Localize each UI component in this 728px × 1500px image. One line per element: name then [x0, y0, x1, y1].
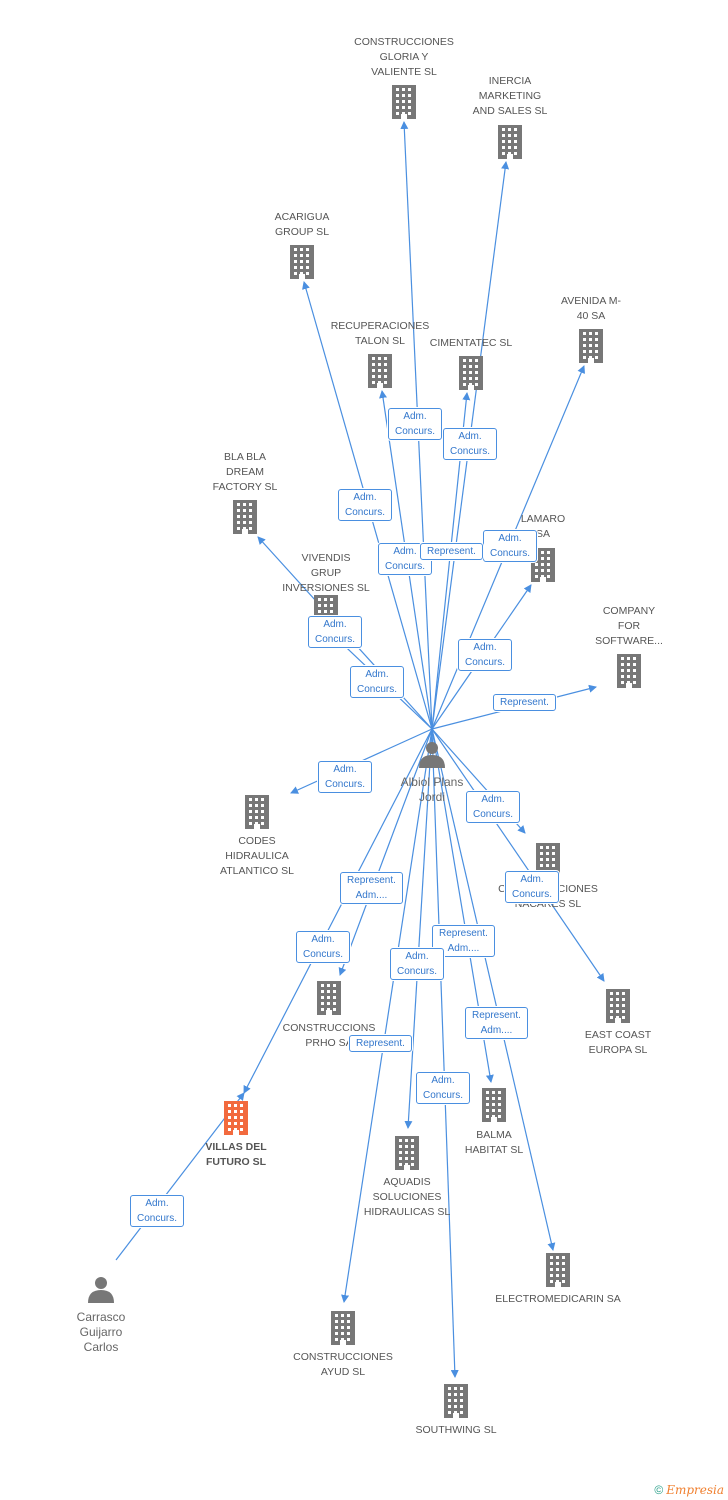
company-label-villas[interactable]: VILLAS DEL FUTURO SL — [205, 1141, 267, 1168]
company-label-acarigua[interactable]: ACARIGUA GROUP SL — [274, 211, 330, 238]
building-icon — [233, 500, 257, 534]
edge-center-eastcoast[interactable] — [431, 728, 605, 982]
company-label-cimentatec[interactable]: CIMENTATEC SL — [429, 337, 513, 349]
company-label-eastcoast[interactable]: EAST COAST EUROPA SL — [584, 1029, 652, 1056]
company-label-avenida[interactable]: AVENIDA M- 40 SA — [561, 295, 621, 322]
person-icon — [419, 742, 445, 768]
edge-carrasco-villas[interactable] — [115, 1092, 245, 1261]
edge-label-lamaro[interactable]: Adm. Concurs. — [458, 639, 513, 671]
edge-label-company_sw[interactable]: Represent. — [493, 694, 556, 711]
building-icon — [245, 795, 269, 829]
building-icon — [498, 125, 522, 159]
building-icon — [459, 356, 483, 390]
edge-label-avenida[interactable]: Adm. Concurs. — [483, 530, 538, 562]
company-label-codes[interactable]: CODES HIDRAULICA ATLANTICO SL — [220, 835, 294, 877]
company-label-vivendis[interactable]: VIVENDIS GRUP INVERSIONES SL — [282, 552, 370, 594]
edge-label-gloria[interactable]: Adm. Concurs. — [388, 408, 443, 440]
building-icon — [368, 354, 392, 388]
edge-label-eastcoast[interactable]: Adm. Concurs. — [505, 871, 560, 903]
edges-layer — [115, 121, 605, 1378]
building-icon — [224, 1101, 248, 1135]
building-icon — [482, 1088, 506, 1122]
edge-label-villas[interactable]: Adm. Concurs. — [296, 931, 351, 963]
company-label-company_sw[interactable]: COMPANY FOR SOFTWARE... — [595, 605, 663, 647]
footer-brand: ©Empresia — [654, 1483, 724, 1497]
edge-label-aquadis[interactable]: Adm. Concurs. — [390, 948, 445, 980]
building-icon — [606, 989, 630, 1023]
edge-center-southwing[interactable] — [431, 728, 459, 1378]
edge-label-carrasco[interactable]: Adm. Concurs. — [130, 1195, 185, 1227]
brand-name: Empresia — [666, 1483, 724, 1497]
edge-label-inercia[interactable]: Adm. Concurs. — [443, 428, 498, 460]
edge-label-balma[interactable]: Represent. Adm.... — [432, 925, 495, 957]
company-label-gloria[interactable]: CONSTRUCCIONES GLORIA Y VALIENTE SL — [354, 36, 454, 78]
edge-center-villas[interactable] — [243, 728, 433, 1094]
edge-label-southwing[interactable]: Adm. Concurs. — [416, 1072, 471, 1104]
center-person-label[interactable]: Albiol Plans Jordi — [400, 775, 464, 804]
company-label-lamaro[interactable]: LAMARO SA — [520, 513, 566, 540]
company-label-electromedicarin[interactable]: ELECTROMEDICARIN SA — [495, 1293, 621, 1305]
company-label-southwing[interactable]: SOUTHWING SL — [415, 1424, 497, 1436]
edge-label-vivendis[interactable]: Adm. Concurs. — [350, 666, 405, 698]
copyright-symbol: © — [654, 1483, 664, 1497]
company-label-balma[interactable]: BALMA HABITAT SL — [464, 1129, 524, 1156]
person-icon — [88, 1277, 114, 1303]
edge-label-electromedicarin[interactable]: Represent. Adm.... — [465, 1007, 528, 1039]
edge-label-cimentatec[interactable]: Represent. — [420, 543, 483, 560]
building-icon — [444, 1384, 468, 1418]
company-label-aquadis[interactable]: AQUADIS SOLUCIONES HIDRAULICAS SL — [363, 1176, 451, 1218]
company-label-ayud[interactable]: CONSTRUCCIONES AYUD SL — [293, 1351, 393, 1378]
icons-layer — [88, 85, 641, 1418]
person-label-carrasco[interactable]: Carrasco Guijarro Carlos — [76, 1310, 126, 1354]
company-label-blabla[interactable]: BLA BLA DREAM FACTORY SL — [212, 451, 278, 493]
edge-label-blabla[interactable]: Adm. Concurs. — [308, 616, 363, 648]
edge-center-aquadis[interactable] — [404, 728, 433, 1129]
edge-center-ayud[interactable] — [341, 728, 433, 1303]
building-icon — [392, 85, 416, 119]
edge-center-electromedicarin[interactable] — [431, 728, 556, 1251]
company-label-talon[interactable]: RECUPERACIONES TALON SL — [330, 320, 430, 347]
building-icon — [546, 1253, 570, 1287]
company-label-prho[interactable]: CONSTRUCCIONS PRHO SA — [282, 1022, 376, 1049]
building-icon — [579, 329, 603, 363]
edge-label-acarigua[interactable]: Adm. Concurs. — [338, 489, 393, 521]
building-icon — [331, 1311, 355, 1345]
company-label-inercia[interactable]: INERCIA MARKETING AND SALES SL — [472, 75, 548, 117]
building-icon — [395, 1136, 419, 1170]
edge-label-codes[interactable]: Adm. Concurs. — [318, 761, 373, 793]
edge-label-nacares[interactable]: Adm. Concurs. — [466, 791, 521, 823]
building-icon — [317, 981, 341, 1015]
edge-label-prho[interactable]: Represent. Adm.... — [340, 872, 403, 904]
edge-center-prho[interactable] — [338, 728, 433, 976]
edge-label-ayud[interactable]: Represent. — [349, 1035, 412, 1052]
building-icon — [617, 654, 641, 688]
building-icon — [290, 245, 314, 279]
